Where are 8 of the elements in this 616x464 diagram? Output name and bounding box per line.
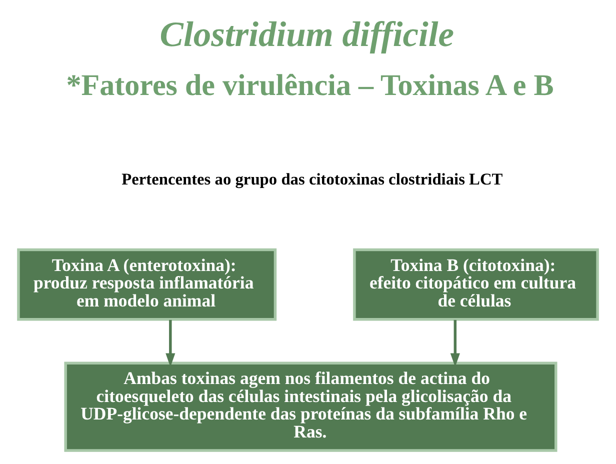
arrow	[450, 320, 460, 367]
label: *Fatores de virulência – Toxinas A e B	[66, 68, 554, 102]
node-box: Toxina A (enterotoxina): produz resposta inflamatória em modelo animal	[17, 248, 277, 321]
label: Pertencentes ao grupo das citotoxinas clostridiais LCT	[122, 169, 503, 188]
node-box: Ambas toxinas agem nos filamentos de actina do citoesqueleto das células intestinais pela glicolisação da UDP-glicose-dependente das proteínas da subfamília Rho e Ras.	[64, 362, 558, 452]
arrow	[166, 320, 176, 367]
diagram-title: Clostridium difficile	[160, 14, 454, 54]
node-box: Toxina B (citotoxina): efeito citopático em cultura de células	[353, 248, 599, 321]
